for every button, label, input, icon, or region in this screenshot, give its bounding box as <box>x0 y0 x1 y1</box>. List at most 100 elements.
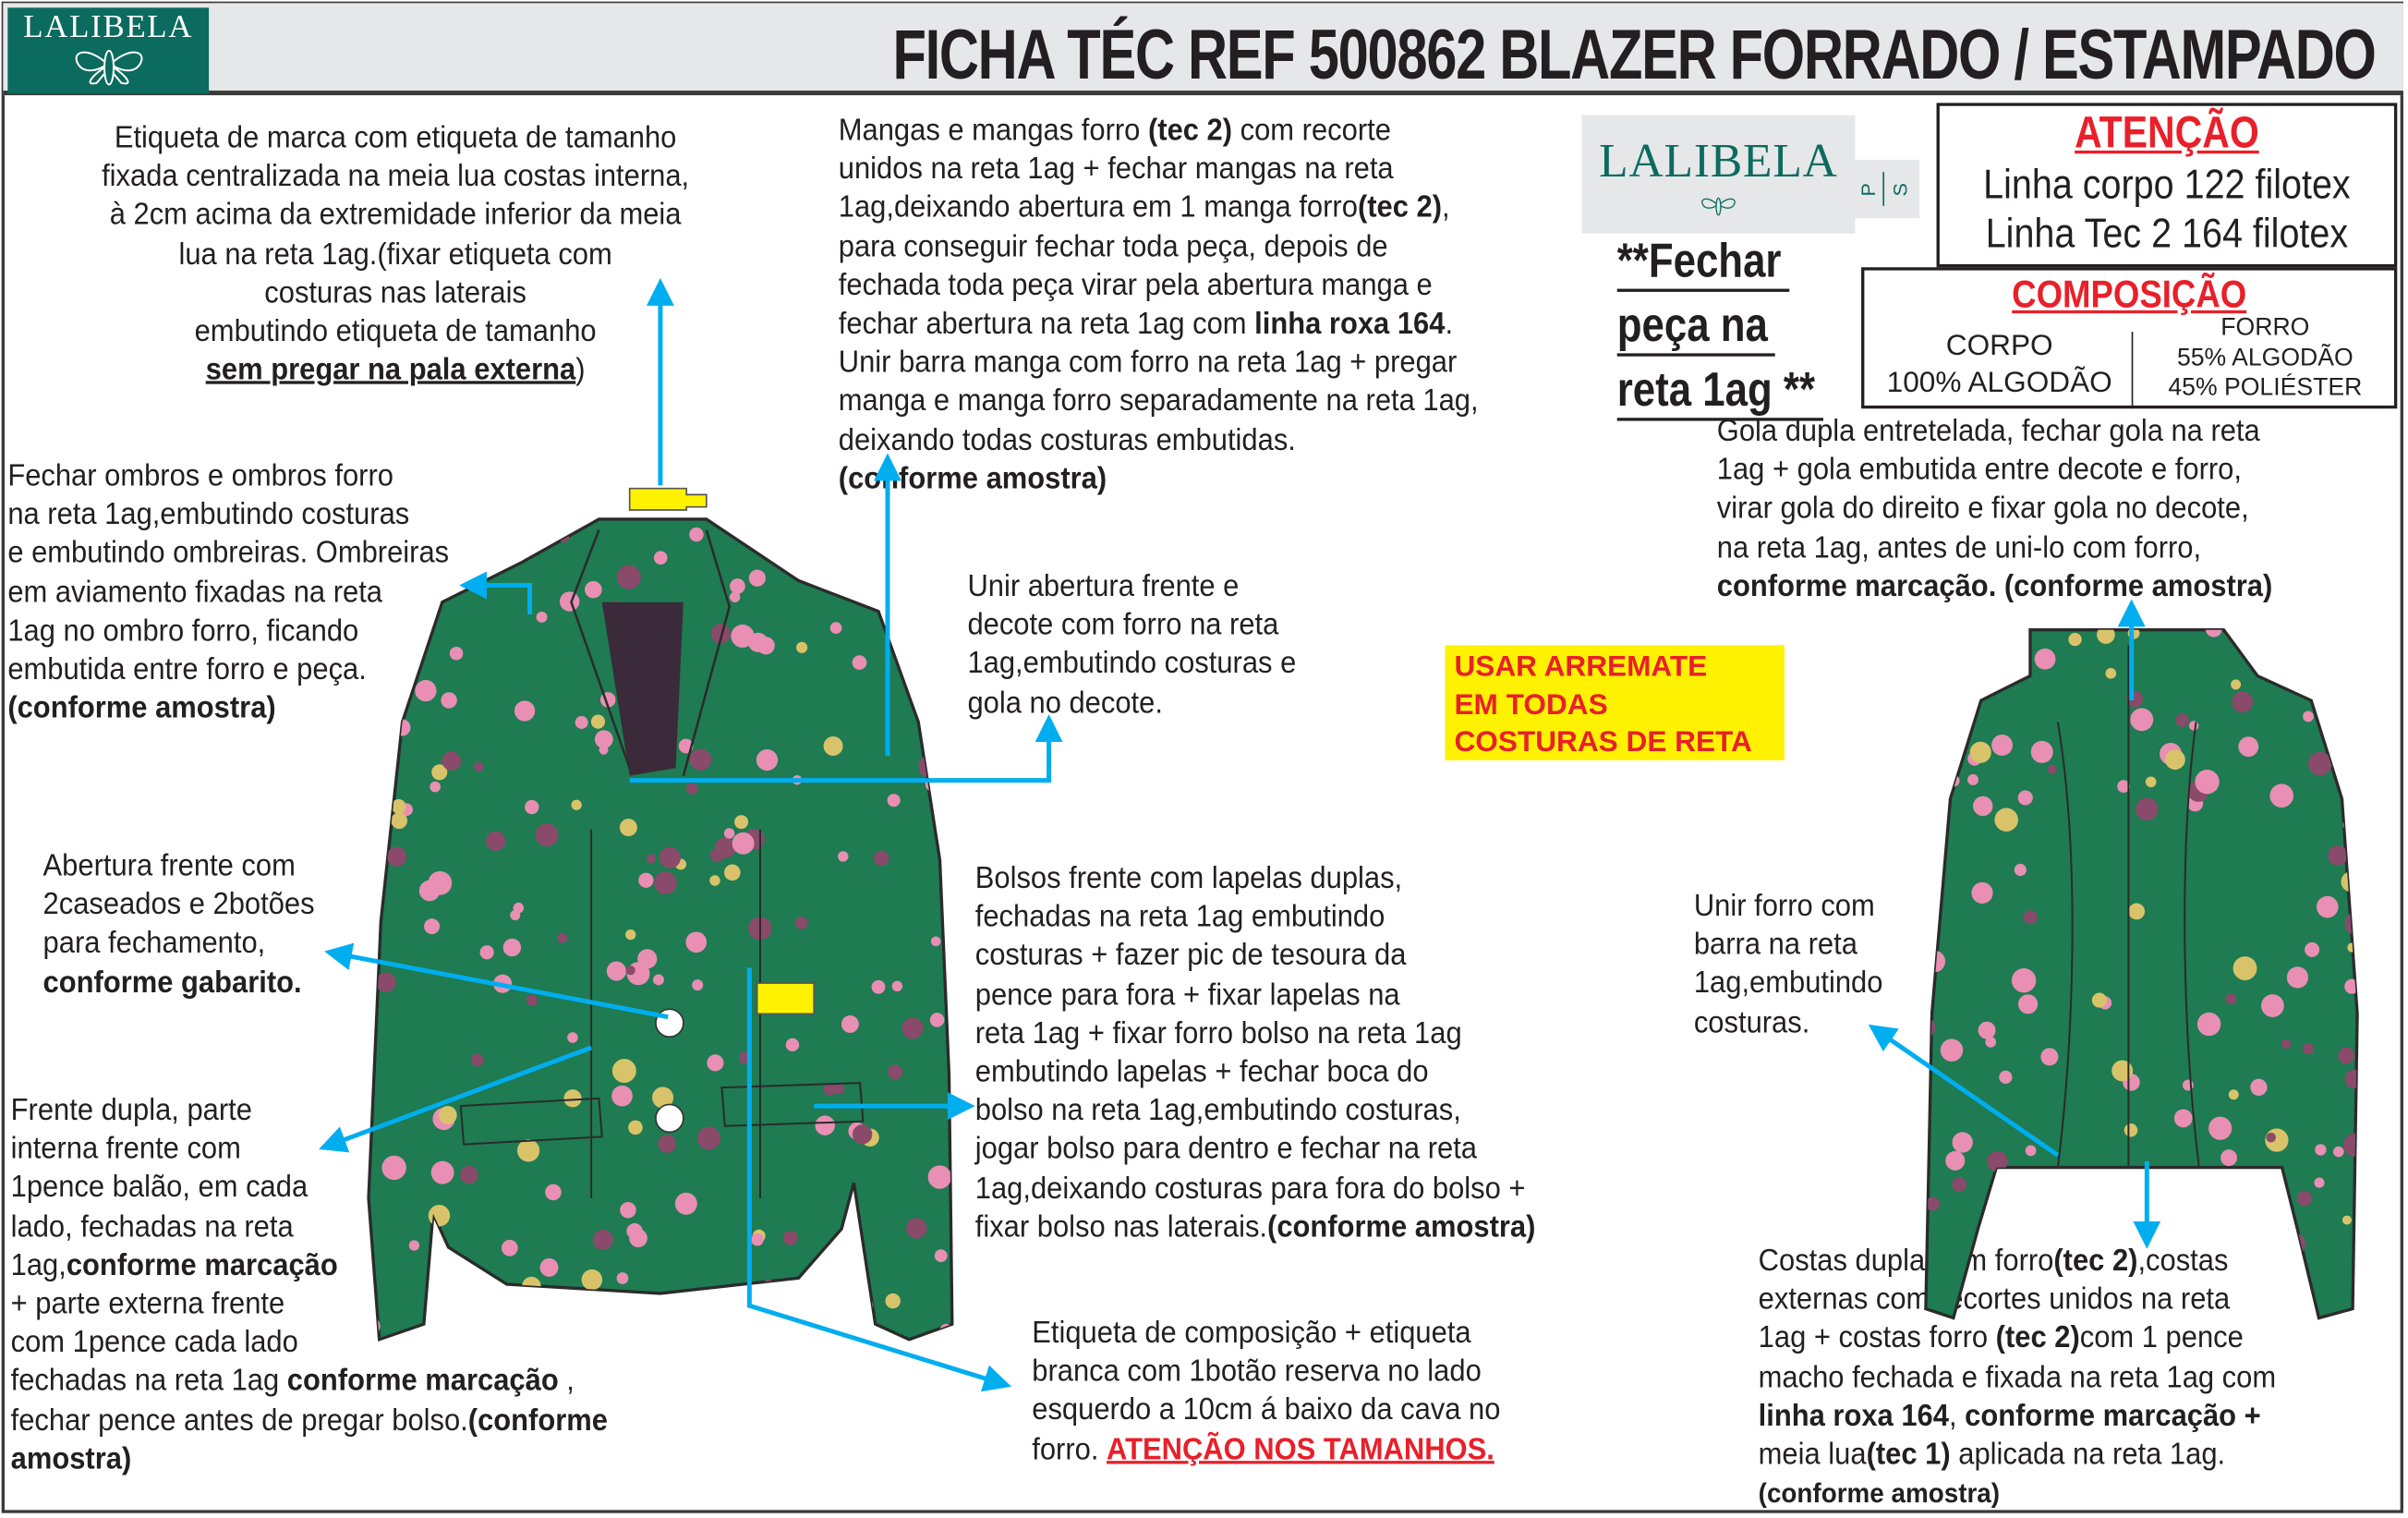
flower <box>525 799 539 815</box>
flower <box>2261 994 2284 1017</box>
flower <box>449 646 464 661</box>
arrow-composition-label <box>746 967 1011 1392</box>
flower <box>2220 1149 2237 1167</box>
brand-logo-text: LALIBELA <box>1599 133 1838 188</box>
flower <box>461 1324 478 1340</box>
arrow-shoulders <box>459 571 533 615</box>
flower <box>2135 797 2159 821</box>
flower <box>386 846 407 867</box>
note-composition-label: Etiqueta de composição + etiqueta branca… <box>1032 1315 1631 1470</box>
flower <box>932 572 952 595</box>
text-segment: conforme marcação. (conforme amostra) <box>1716 569 2273 604</box>
lining-value: 55% ALGODÃO <box>2176 345 2354 371</box>
flower <box>2124 1123 2138 1137</box>
flower <box>535 823 559 847</box>
text-segment: (tec 2) <box>1147 114 1233 148</box>
flower <box>2117 780 2130 794</box>
flower <box>521 1303 531 1313</box>
flower <box>463 540 474 552</box>
flower <box>2344 911 2358 936</box>
flower <box>2315 1144 2327 1156</box>
flower <box>626 1222 643 1240</box>
flower <box>823 1083 837 1096</box>
flower <box>526 994 538 1006</box>
flower <box>2065 1227 2087 1249</box>
note-shoulders: Fechar ombros e ombros forro na reta 1ag… <box>7 457 536 728</box>
flower <box>594 730 613 749</box>
text-segment: (conforme amostra) <box>1758 1477 2001 1510</box>
flower <box>852 655 867 670</box>
flower <box>411 627 423 640</box>
flower <box>829 622 842 635</box>
brand-logo: LALIBELA <box>1581 115 1856 234</box>
text-segment: (conforme amostra) <box>1267 1209 1536 1245</box>
flower <box>1981 1220 1998 1236</box>
flower <box>841 1014 859 1033</box>
flower <box>391 812 408 830</box>
flower <box>372 632 393 653</box>
flower <box>408 1240 420 1251</box>
flower <box>1973 795 1993 817</box>
flower <box>2196 1012 2221 1037</box>
flower <box>470 1053 484 1067</box>
thread-line: Linha corpo 122 filotex <box>1983 161 2351 208</box>
flower <box>611 1085 633 1107</box>
text-segment: (tec 1) <box>1866 1438 1951 1472</box>
lining-value: 45% POLIÉSTER <box>2168 374 2363 401</box>
flower <box>2023 910 2038 925</box>
flower <box>2260 635 2278 652</box>
flower <box>654 871 677 894</box>
flower <box>2040 1048 2059 1066</box>
flower <box>2269 783 2293 808</box>
flower <box>536 612 548 623</box>
flower <box>2303 710 2314 723</box>
flower <box>2173 1109 2193 1128</box>
flower <box>1998 1289 2012 1303</box>
attention-heading: ATENÇÃO <box>2075 109 2259 159</box>
flower <box>901 1017 924 1039</box>
text-segment: conforme marcação <box>286 1365 559 1399</box>
flower <box>611 1059 636 1083</box>
lining-composition: FORRO 55% ALGODÃO 45% POLIÉSTER <box>2137 313 2392 403</box>
flower <box>1925 1016 1936 1038</box>
flower <box>1969 741 1991 763</box>
flower <box>545 1184 562 1201</box>
flower <box>1950 697 1963 710</box>
flower <box>2128 903 2146 920</box>
arrow-front-opening <box>629 714 1063 783</box>
flower <box>438 1106 457 1124</box>
text-segment: Mangas e mangas forro <box>838 114 1148 148</box>
flower <box>625 929 636 941</box>
arrow-buttons <box>324 942 669 1020</box>
back-jacket <box>1924 628 2359 1320</box>
flower <box>424 918 441 935</box>
flower <box>1945 1150 1966 1171</box>
flower <box>2335 691 2353 709</box>
flower <box>2337 726 2356 745</box>
text-segment: Frente dupla, parte interna frente com 1… <box>10 1093 309 1282</box>
flower <box>370 712 382 724</box>
flower <box>2305 941 2320 957</box>
brand-label-tag <box>628 487 708 511</box>
flower <box>442 751 462 771</box>
text-segment: , para conseguir fechar toda peça, depoi… <box>838 190 1450 342</box>
flower <box>2233 956 2257 980</box>
flower <box>2068 632 2082 647</box>
flower <box>1985 1037 1997 1048</box>
flower <box>796 641 808 653</box>
flower <box>2266 1132 2276 1143</box>
flower <box>929 1013 945 1027</box>
flower <box>2056 1256 2069 1269</box>
note-brand-label: Etiqueta de marca com etiqueta de tamanh… <box>56 120 734 391</box>
flower <box>2025 1145 2037 1157</box>
flower <box>838 851 849 862</box>
flower <box>2333 1146 2344 1158</box>
body-composition: CORPO 100% ALGODÃO <box>1870 329 2128 403</box>
flower <box>729 591 741 602</box>
text-segment: (tec 2) <box>2053 1244 2138 1279</box>
flower <box>681 1326 701 1340</box>
flower <box>606 961 626 981</box>
text-segment: conforme marcação + <box>1965 1399 2261 1433</box>
lining-inner <box>601 601 684 776</box>
